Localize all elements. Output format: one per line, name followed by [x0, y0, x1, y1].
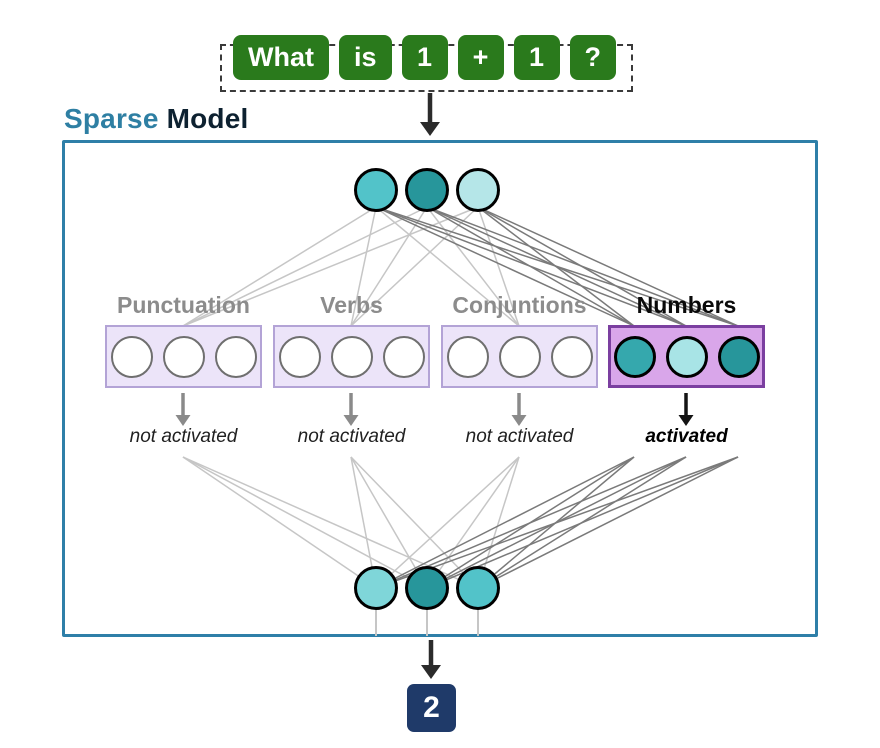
conjuntions-neuron-3 — [550, 335, 593, 378]
token-1b: 1 — [513, 35, 560, 80]
output-value: 2 — [423, 691, 440, 724]
expert-label-numbers: Numbers — [636, 292, 737, 318]
numbers-neuron-3 — [717, 335, 760, 378]
status-numbers: activated — [645, 426, 728, 447]
token-1a: 1 — [401, 35, 448, 80]
status-verbs: not activated — [297, 426, 406, 447]
expert-box-punctuation — [105, 325, 262, 388]
status-punctuation: not activated — [129, 426, 238, 447]
expert-label-verbs: Verbs — [320, 292, 383, 318]
punctuation-neuron-3 — [214, 335, 257, 378]
expert-box-numbers — [608, 325, 765, 388]
expert-box-conjuntions — [441, 325, 598, 388]
conjuntions-neuron-2 — [498, 335, 541, 378]
top-neuron-2 — [405, 168, 449, 212]
verbs-neuron-1 — [278, 335, 321, 378]
numbers-neuron-2 — [665, 335, 708, 378]
top-neuron-1 — [354, 168, 398, 212]
conjuntions-neuron-1 — [446, 335, 489, 378]
numbers-neuron-1 — [613, 335, 656, 378]
output-box: 2 — [407, 684, 456, 732]
token-is: is — [338, 35, 392, 80]
token-what: What — [233, 35, 329, 80]
sparse-model-box — [62, 140, 818, 637]
top-neuron-3 — [456, 168, 500, 212]
bottom-neuron-2 — [405, 566, 449, 610]
token-qmark: ? — [569, 35, 617, 80]
title-model: Model — [166, 103, 249, 134]
bottom-neuron-1 — [354, 566, 398, 610]
expert-label-punctuation: Punctuation — [117, 292, 250, 318]
expert-box-verbs — [273, 325, 430, 388]
bottom-neuron-3 — [456, 566, 500, 610]
punctuation-neuron-1 — [110, 335, 153, 378]
token-plus: + — [457, 35, 504, 80]
expert-label-conjuntions: Conjuntions — [452, 292, 587, 318]
verbs-neuron-2 — [330, 335, 373, 378]
title-sparse: Sparse — [64, 103, 159, 134]
status-conjuntions: not activated — [465, 426, 574, 447]
verbs-neuron-3 — [382, 335, 425, 378]
punctuation-neuron-2 — [162, 335, 205, 378]
input-tokens: What is 1 + 1 ? — [233, 35, 617, 80]
